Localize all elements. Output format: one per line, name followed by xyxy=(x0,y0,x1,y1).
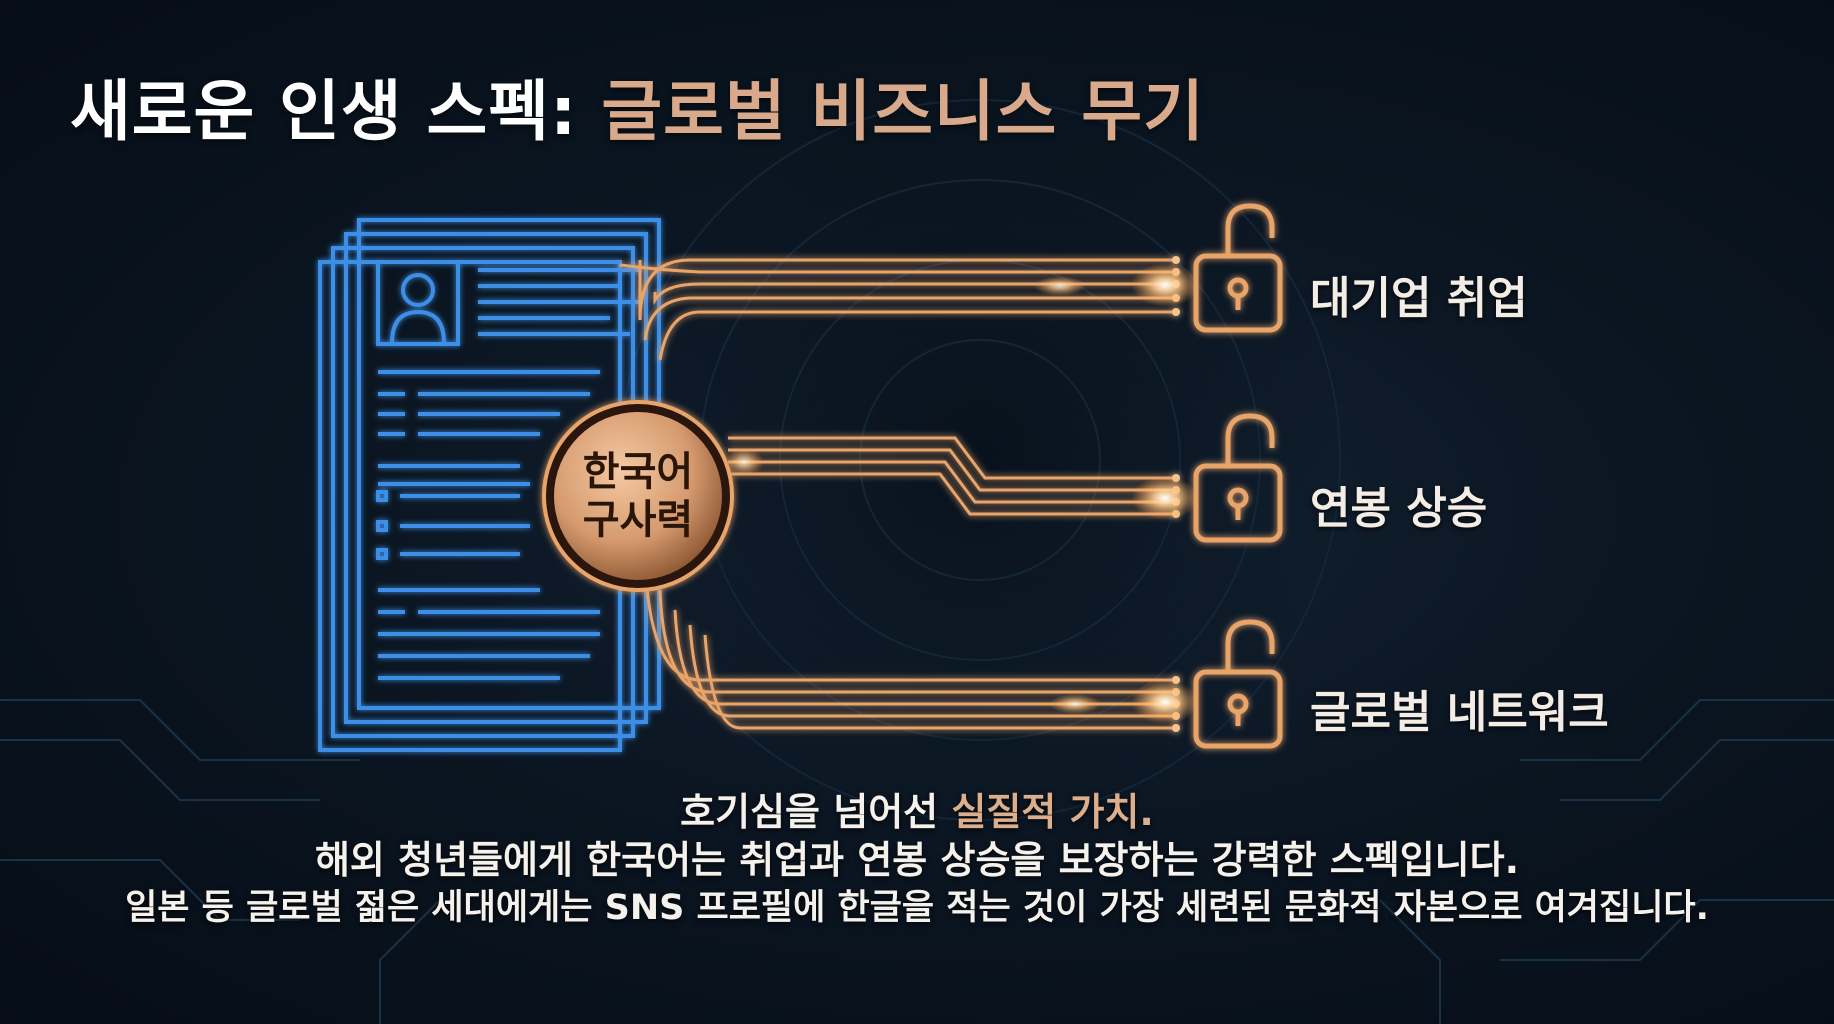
hub-label-line2: 구사력 xyxy=(582,497,694,543)
person-avatar-icon xyxy=(376,260,460,346)
caption-line-3: 일본 등 글로벌 젊은 세대에게는 SNS 프로필에 한글을 적는 것이 가장 … xyxy=(125,888,1709,928)
outcome-label-salary: 연봉 상승 xyxy=(1310,483,1488,534)
caption: 호기심을 넘어선 실질적 가치. 해외 청년들에게 한국어는 취업과 연봉 상승… xyxy=(0,788,1834,932)
page-title: 새로운 인생 스펙: 글로벌 비즈니스 무기 xyxy=(70,58,1205,154)
caption-line-1-accent: 실질적 가치. xyxy=(951,790,1154,834)
title-accent: 글로벌 비즈니스 무기 xyxy=(601,73,1205,150)
trace-middle xyxy=(728,436,1176,516)
caption-line-1: 호기심을 넘어선 실질적 가치. xyxy=(0,788,1834,836)
padlock-group xyxy=(1193,203,1283,749)
outcome-label-employment: 대기업 취업 xyxy=(1310,273,1528,324)
caption-line-2: 해외 청년들에게 한국어는 취업과 연봉 상승을 보장하는 강력한 스펙입니다. xyxy=(314,838,1520,882)
unlocked-padlock-icon xyxy=(1193,203,1283,333)
unlocked-padlock-icon xyxy=(1193,413,1283,543)
title-main: 새로운 인생 스펙: xyxy=(70,73,578,150)
caption-line-1-main: 호기심을 넘어선 xyxy=(680,790,952,834)
outcome-label-network: 글로벌 네트워크 xyxy=(1310,687,1609,738)
unlocked-padlock-icon xyxy=(1193,619,1283,749)
light-flares xyxy=(724,263,1199,724)
hub-label: 한국어 구사력 xyxy=(548,448,728,544)
korean-proficiency-hub xyxy=(542,400,734,592)
trace-top xyxy=(619,258,1176,361)
hub-label-line1: 한국어 xyxy=(582,449,694,495)
